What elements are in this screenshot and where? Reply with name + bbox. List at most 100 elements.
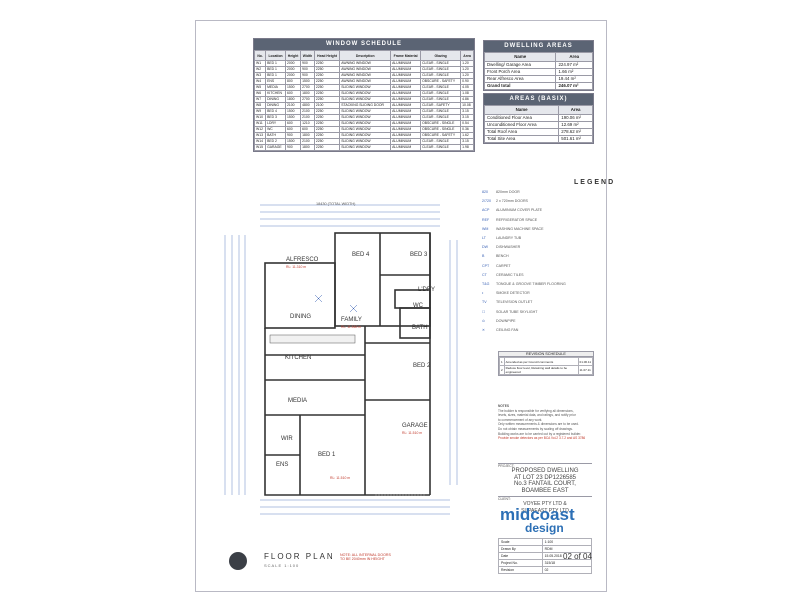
legend-text: WASHING MACHINE SPACE: [496, 226, 544, 231]
walls: [264, 232, 431, 496]
legend-symbol: B: [482, 254, 485, 259]
table-cell: Conditioned Floor Area: [483, 114, 560, 122]
legend-item: B BENCH: [482, 254, 509, 258]
table-cell: Date: [498, 552, 543, 560]
table-cell: 11.07.11: [577, 365, 594, 375]
room-bed2: BED 2: [413, 363, 431, 369]
dwelling-areas-title: DWELLING AREAS: [484, 41, 593, 52]
legend-text: TONGUE & GROOVE TIMBER FLOORING: [496, 282, 566, 286]
legend-text: DOWNPIPE: [496, 318, 516, 323]
legend-symbol: ◐: [482, 291, 485, 296]
notes-line: to commencement of any work.: [498, 417, 543, 422]
notes-line: levels, sizes, material data, and rating…: [498, 413, 576, 418]
notes-title: NOTES: [498, 404, 509, 408]
window-schedule-col-header: Width: [300, 50, 315, 61]
table-cell: Reduce floor level, Retaining wall detai…: [503, 365, 579, 375]
legend-text: ALUMINIUM COVER PLATE: [496, 208, 543, 213]
room-bed3: BED 3: [410, 252, 428, 258]
room-bath: BATH: [412, 325, 428, 331]
table-cell: Total Roof Area: [483, 128, 560, 136]
project-title-line: PROPOSED DWELLING: [511, 468, 579, 474]
legend-symbol: 2/720: [482, 199, 491, 204]
sheet-number: 02 of 04: [563, 552, 592, 561]
legend-item: ☐SOLAR TUBE SKYLIGHT: [482, 310, 537, 314]
table-cell: Unconditioned Floor Area: [483, 121, 560, 129]
room-ldry: L'DRY: [418, 287, 436, 293]
room-ens: ENS: [276, 462, 289, 468]
legend-symbol: CT: [482, 272, 487, 277]
table-cell: 1.66 m²: [555, 68, 593, 76]
window-schedule-col-header: Area: [460, 50, 474, 61]
room-wc: WC: [413, 303, 423, 309]
legend-symbol: WM: [482, 226, 489, 231]
notes-line: The builder is responsible for verifying…: [498, 408, 574, 413]
table-cell: 2250: [313, 144, 341, 151]
dimension-lines: [224, 204, 458, 515]
table-cell: Revision: [498, 566, 543, 574]
rl-family: RL: 11.560 m: [341, 325, 362, 329]
table-cell: 501.61 m²: [558, 135, 593, 143]
table-cell: Front Porch Area: [483, 68, 557, 76]
legend-symbol: ACP: [482, 208, 490, 213]
project-label: PROJECT:: [498, 464, 515, 468]
legend-text: 2 x 720mm DOORS: [496, 199, 528, 204]
table-cell: OBSCURE - SAFETY: [420, 132, 462, 139]
ceiling-fan-icons: [314, 294, 358, 313]
table-cell: Rear Alfresco Area: [483, 75, 557, 83]
legend-symbol: REF: [482, 217, 490, 222]
window-schedule-col-header: Location: [265, 50, 287, 61]
legend-item: ACP ALUMINIUM COVER PLATE: [482, 208, 542, 212]
notes: NOTES The builder is responsible for ver…: [498, 404, 592, 441]
notes-line: Do not obtain measurements by scaling of…: [498, 426, 573, 431]
areas-basix-col-area: Area: [558, 105, 593, 115]
table-cell: 246.07 m²: [555, 82, 593, 90]
legend-symbol: T&G: [482, 282, 490, 286]
client-line: SUPAEAST PTY LTD: [521, 507, 569, 514]
table-cell: Scale: [498, 538, 543, 546]
legend-text: BENCH: [496, 254, 509, 259]
legend-symbol: ☐: [482, 309, 486, 314]
room-wir: WIR: [281, 436, 293, 442]
revision-schedule-title: REVISION SCHEDULE: [499, 352, 593, 357]
legend-text: TELEVISION OUTLET: [496, 300, 533, 305]
window-schedule-col-header: No.: [253, 50, 267, 61]
rl-alfresco: RL: 11.310 m: [286, 265, 307, 269]
room-kitchen: KITCHEN: [285, 355, 312, 361]
window-schedule-title: WINDOW SCHEDULE: [254, 39, 474, 50]
room-garage: GARAGE: [402, 423, 428, 429]
areas-basix-title: AREAS (BASIX): [484, 94, 593, 105]
table-cell: 278.62 m²: [558, 128, 593, 136]
table-cell: Total Site Area: [483, 135, 560, 143]
brand-logo-design: design: [525, 521, 564, 535]
floor-plan: [224, 204, 458, 515]
legend-text: CERAMIC TILES: [496, 272, 524, 277]
drawing-scale: SCALE 1:100: [264, 563, 300, 568]
room-bed4: BED 4: [352, 252, 370, 258]
rl-bed1: RL: 11.510 m: [330, 476, 351, 480]
